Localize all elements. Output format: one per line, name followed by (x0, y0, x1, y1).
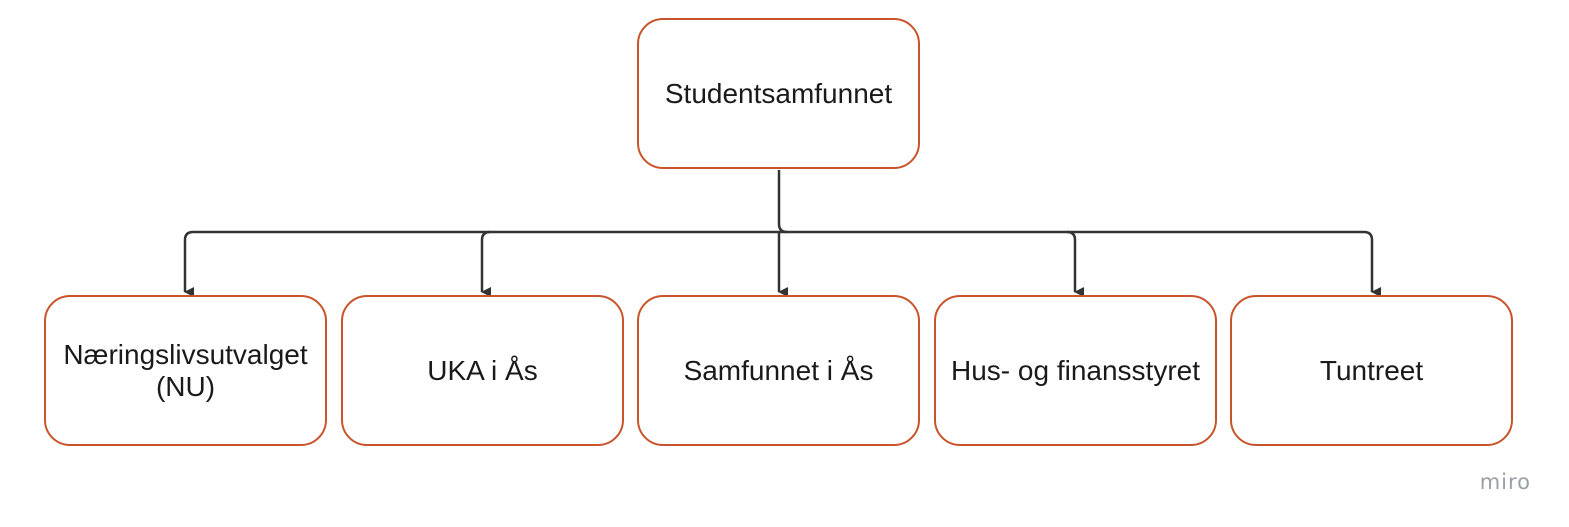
node-samfunnet-i-as[interactable]: Samfunnet i Ås (637, 295, 920, 446)
arrow-to-hus-og-finansstyret (1066, 230, 1084, 297)
node-hus-og-finansstyret[interactable]: Hus- og finansstyret (934, 295, 1217, 446)
node-studentsamfunnet[interactable]: Studentsamfunnet (637, 18, 920, 169)
miro-watermark: miro (1479, 470, 1531, 494)
arrow-to-uka-i-as (480, 230, 491, 297)
connector-trunk (777, 170, 788, 234)
node-tuntreet[interactable]: Tuntreet (1230, 295, 1513, 446)
node-naeringslivsutvalget[interactable]: Næringslivsutvalget (NU) (44, 295, 327, 446)
arrow-to-tuntreet (1363, 230, 1381, 297)
node-label: Næringslivsutvalget (NU) (63, 338, 308, 402)
node-label: UKA i Ås (427, 354, 538, 386)
node-uka-i-as[interactable]: UKA i Ås (341, 295, 624, 446)
arrow-to-naeringslivsutvalget (183, 230, 194, 297)
node-label: Samfunnet i Ås (683, 354, 874, 386)
node-label: Studentsamfunnet (664, 77, 893, 109)
node-label: Tuntreet (1319, 354, 1424, 386)
node-label: Hus- og finansstyret (951, 354, 1200, 386)
